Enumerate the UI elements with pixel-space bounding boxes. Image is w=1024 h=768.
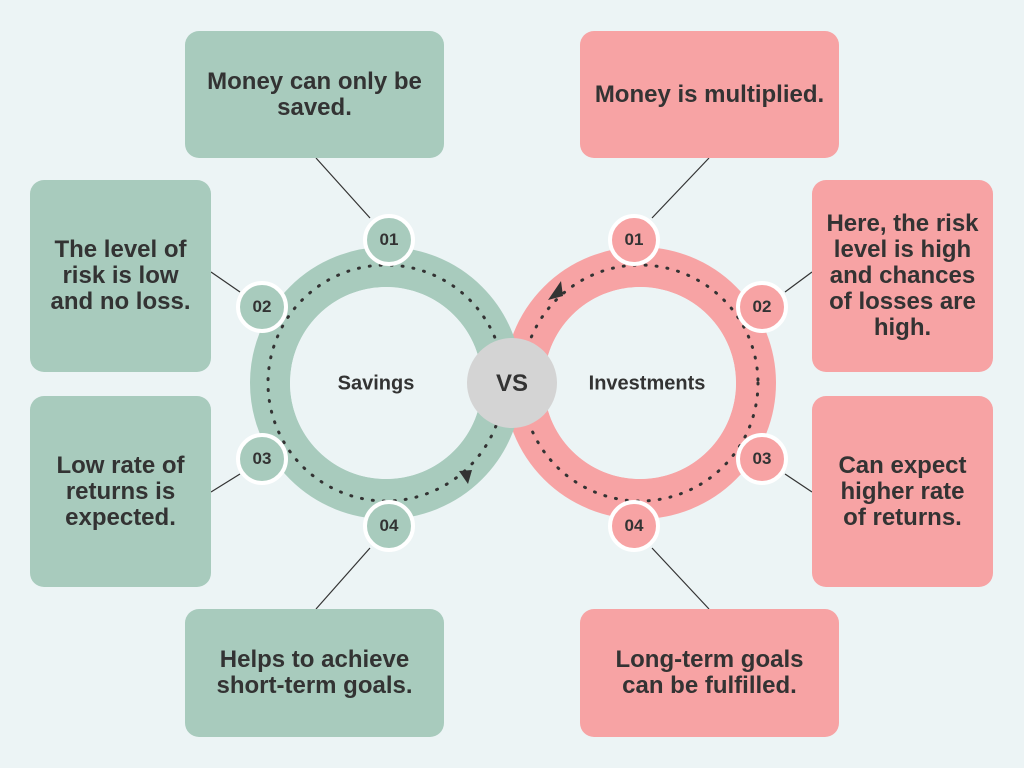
investments-node-02-label: 02: [752, 297, 772, 316]
connector-investments-04: [651, 547, 710, 610]
investments-node-04-label: 04: [624, 516, 644, 535]
savings-node-04-label: 04: [379, 516, 399, 535]
investments-node-02: [736, 281, 788, 333]
investments-node-03-label: 03: [752, 449, 772, 468]
investments-point-02-box: Here, the risk level is high and chances…: [812, 180, 993, 372]
savings-node-03: [236, 433, 288, 485]
connector-investments-03: [784, 473, 813, 493]
connector-lines: [210, 157, 813, 610]
connector-investments-02: [784, 271, 813, 293]
investments-point-03-box: Can expect higher rate of returns.: [812, 396, 993, 587]
connector-savings-02: [210, 271, 241, 293]
savings-point-01-text: Money can only be saved.: [207, 67, 422, 121]
vs-circle: [467, 338, 557, 428]
vs-label: VS: [495, 370, 529, 397]
savings-node-01-label: 01: [379, 230, 399, 249]
investments-inner: [544, 287, 736, 479]
investments-node-04: [608, 500, 660, 552]
savings-title: Savings: [337, 372, 415, 395]
savings-node-01: [363, 214, 415, 266]
investments-point-01-text: Money is multiplied.: [594, 80, 825, 108]
savings-inner: [290, 287, 482, 479]
investments-point-03-text: Can expect higher rate of returns.: [838, 451, 967, 531]
savings-arrow-icon: [459, 470, 472, 484]
savings-point-04-text: Helps to achieve short-term goals.: [216, 646, 413, 699]
savings-node-02: [236, 281, 288, 333]
savings-point-03-box: Low rate of returns is expected.: [30, 396, 211, 587]
savings-point-01-box: Money can only be saved.: [185, 31, 444, 158]
connector-savings-01: [315, 157, 371, 219]
savings-point-04-box: Helps to achieve short-term goals.: [185, 609, 444, 737]
investments-arrow-icon: [548, 281, 563, 300]
connector-savings-03: [210, 473, 241, 493]
savings-point-02-box: The level of risk is low and no loss.: [30, 180, 211, 372]
investments-nodes: [608, 214, 788, 552]
investments-node-03: [736, 433, 788, 485]
investments-dotted-path: [520, 263, 760, 503]
savings-nodes: [236, 214, 415, 552]
investments-title: Investments: [588, 372, 706, 395]
investments-point-02-text: Here, the risk level is high and chances…: [826, 210, 979, 341]
investments-node-01: [608, 214, 660, 266]
connector-savings-04: [315, 547, 371, 610]
savings-point-02-text: The level of risk is low and no loss.: [50, 236, 191, 315]
investments-point-04-text: Long-term goals can be fulfilled.: [615, 646, 804, 699]
savings-point-03-text: Low rate of returns is expected.: [56, 451, 185, 531]
investments-node-01-label: 01: [624, 230, 644, 249]
savings-node-03-label: 03: [252, 449, 272, 468]
connector-investments-01: [651, 157, 710, 219]
investments-point-01-box: Money is multiplied.: [580, 31, 839, 158]
savings-node-04: [363, 500, 415, 552]
investments-point-04-box: Long-term goals can be fulfilled.: [580, 609, 839, 737]
savings-node-02-label: 02: [252, 297, 272, 316]
